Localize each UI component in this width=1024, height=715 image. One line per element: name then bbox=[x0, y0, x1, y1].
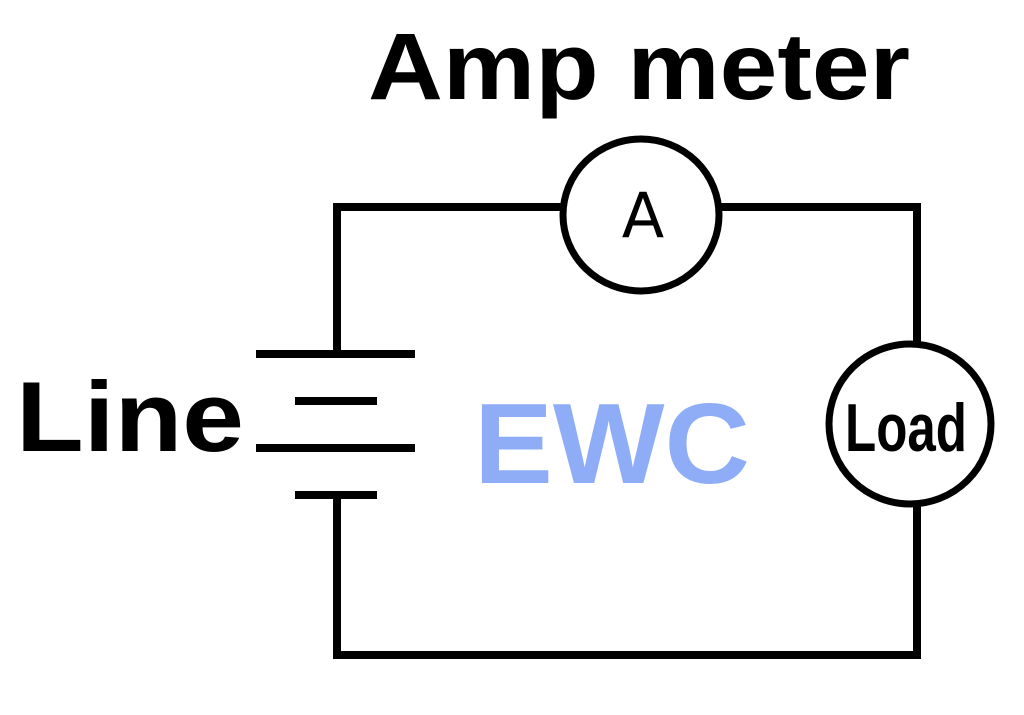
ammeter-symbol: A bbox=[559, 135, 723, 295]
ammeter-letter: A bbox=[622, 179, 664, 252]
battery-symbol bbox=[256, 350, 415, 499]
circuit-wires bbox=[333, 203, 921, 659]
load-label: Load bbox=[845, 390, 967, 466]
load-circle bbox=[825, 340, 995, 508]
wire-top-right bbox=[714, 203, 921, 348]
source-label: Line bbox=[16, 361, 244, 472]
title-label: Amp meter bbox=[368, 14, 910, 120]
watermark-text: EWC bbox=[474, 381, 750, 508]
wire-right-bottom bbox=[333, 491, 921, 659]
load-symbol: Load bbox=[825, 340, 995, 508]
wire-left-top bbox=[333, 203, 566, 358]
ammeter-circle bbox=[559, 135, 723, 295]
